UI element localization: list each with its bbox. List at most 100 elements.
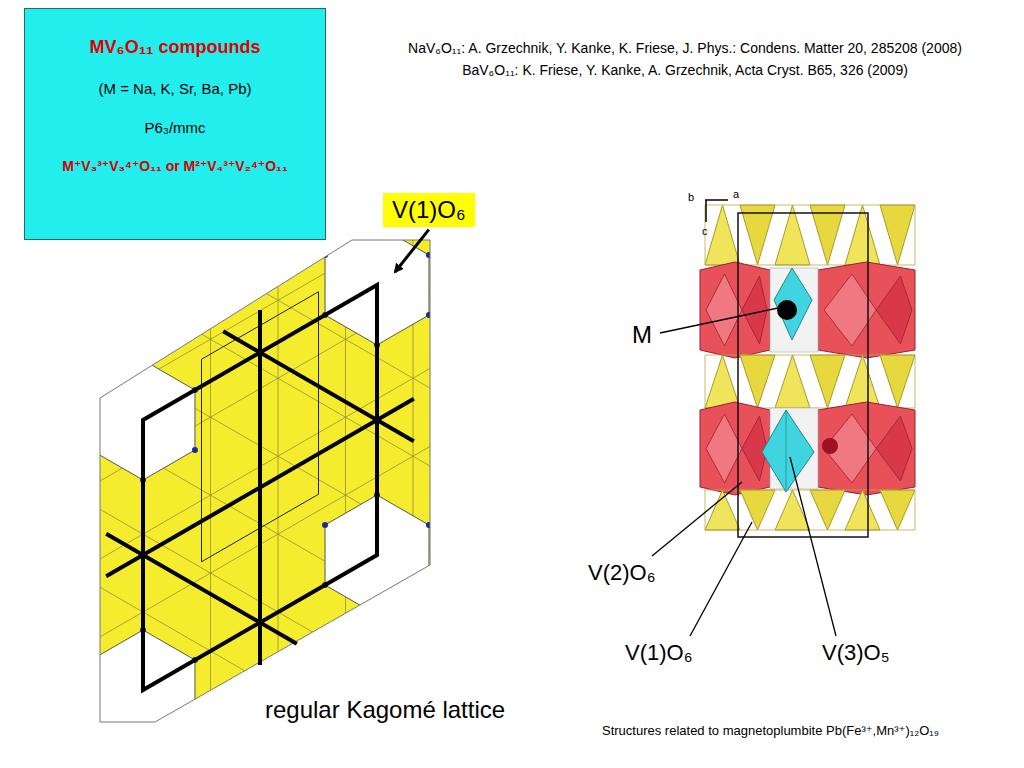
vanadium-site bbox=[426, 522, 432, 528]
kagome-hole bbox=[793, 495, 897, 615]
kagome-line bbox=[225, 332, 412, 440]
octahedron-edge bbox=[8, 0, 9, 768]
reference: NaV₆O₁₁: A. Grzechnik, Y. Kanke, K. Frie… bbox=[408, 40, 962, 56]
octahedron-edge bbox=[0, 0, 1024, 263]
vanadium-site bbox=[374, 222, 380, 228]
octahedron-edge bbox=[0, 65, 1024, 768]
yellow-octahedron bbox=[740, 355, 775, 408]
vanadium-site bbox=[660, 447, 666, 453]
vanadium-site bbox=[556, 447, 562, 453]
yellow-octahedron bbox=[880, 490, 915, 530]
atom-label: M bbox=[632, 321, 652, 349]
vanadium-site bbox=[660, 387, 666, 393]
octahedron-edge bbox=[818, 0, 819, 768]
cyan-bipyramid bbox=[762, 410, 814, 492]
octahedron-edge bbox=[0, 0, 754, 768]
octahedron-edge bbox=[0, 0, 720, 768]
callout-label: V(1)O₆ bbox=[392, 196, 466, 224]
vanadium-site bbox=[556, 717, 562, 723]
octahedron-edge bbox=[0, 474, 1024, 768]
vanadium-site bbox=[374, 762, 380, 768]
polyhedron-label: V(1)O₆ bbox=[625, 640, 693, 665]
octahedron-edge bbox=[0, 0, 1024, 497]
yellow-octahedron bbox=[845, 490, 880, 530]
vanadium-site bbox=[608, 207, 614, 213]
octahedron-edge bbox=[0, 766, 619, 768]
vanadium-site bbox=[660, 717, 666, 723]
red-face bbox=[876, 276, 912, 344]
member-list: (M = Na, K, Sr, Ba, Pb) bbox=[25, 80, 325, 97]
yellow-octahedron bbox=[810, 490, 845, 530]
octahedron-edge bbox=[0, 0, 686, 731]
octahedron-edge bbox=[0, 357, 855, 768]
octahedron-edge bbox=[0, 65, 821, 768]
yellow-octahedron bbox=[705, 205, 740, 265]
polyhedron-label: V(3)O₅ bbox=[822, 640, 890, 665]
vanadium-site bbox=[556, 117, 562, 123]
yellow-octahedron bbox=[775, 355, 810, 408]
octahedron-edge bbox=[0, 6, 787, 768]
vanadium-site bbox=[608, 357, 614, 363]
layer-edge bbox=[705, 490, 915, 530]
vanadium-site bbox=[842, 612, 848, 618]
label-box: V(1)O₆ bbox=[383, 193, 475, 227]
octahedron-edge bbox=[0, 182, 956, 768]
leader-line bbox=[690, 522, 752, 636]
octahedron-edge bbox=[0, 0, 484, 380]
vanadium-site bbox=[374, 72, 380, 78]
octahedron-edge bbox=[0, 591, 1024, 768]
red-face bbox=[706, 274, 742, 346]
layer-edge bbox=[705, 355, 915, 408]
axis-c bbox=[705, 200, 707, 222]
axis-a bbox=[705, 199, 728, 201]
vanadium-site bbox=[140, 747, 146, 753]
octahedron-edge bbox=[0, 591, 720, 768]
yellow-octahedron bbox=[705, 355, 740, 408]
formula: M⁺V₃³⁺V₃⁴⁺O₁₁ or M²⁺V₄³⁺V₂⁴⁺O₁₁ bbox=[25, 158, 325, 174]
vanadium-site bbox=[608, 87, 614, 93]
leader-line bbox=[790, 457, 836, 636]
yellow-octahedron bbox=[810, 355, 845, 408]
octahedron-edge bbox=[615, 0, 616, 768]
crystal-structure bbox=[700, 205, 915, 537]
vanadium-site bbox=[88, 657, 94, 663]
octahedron-edge bbox=[0, 240, 922, 768]
kagome-hole bbox=[325, 0, 429, 75]
space-group: P6₃/mmc bbox=[25, 119, 325, 136]
vanadium-site bbox=[88, 717, 94, 723]
vanadium-site bbox=[608, 627, 614, 633]
vanadium-site bbox=[426, 312, 432, 318]
kagome-border bbox=[100, 240, 430, 722]
octahedron-edge bbox=[0, 532, 1024, 768]
kagome-hole bbox=[325, 765, 429, 768]
kagome-line bbox=[108, 400, 412, 576]
cyan-bipyramid bbox=[774, 268, 812, 340]
octahedron-edge bbox=[548, 0, 549, 768]
leader-line bbox=[660, 308, 778, 333]
vanadium-site bbox=[374, 612, 380, 618]
vanadium-site bbox=[556, 177, 562, 183]
red-octahedron bbox=[818, 402, 915, 495]
bipyramid-edge bbox=[786, 410, 787, 492]
yellow-octahedron bbox=[880, 355, 915, 408]
vanadium-site bbox=[894, 582, 900, 588]
vanadium-site bbox=[192, 447, 198, 453]
red-octahedron bbox=[818, 262, 915, 358]
vanadium-site bbox=[556, 387, 562, 393]
octahedron-edge bbox=[0, 0, 1024, 672]
vanadium-site bbox=[426, 582, 432, 588]
vanadium-site bbox=[192, 717, 198, 723]
yellow-octahedron bbox=[880, 205, 915, 265]
kagome-hole bbox=[559, 90, 663, 210]
figure-caption: regular Kagomé lattice bbox=[265, 696, 505, 724]
octahedron-edge bbox=[0, 0, 416, 263]
octahedron-edge bbox=[0, 240, 922, 768]
yellow-octahedron bbox=[845, 355, 880, 408]
octahedron-edge bbox=[345, 0, 346, 768]
octahedron-edge bbox=[0, 0, 619, 614]
leader-line bbox=[652, 482, 742, 556]
yellow-octahedron bbox=[810, 205, 845, 265]
